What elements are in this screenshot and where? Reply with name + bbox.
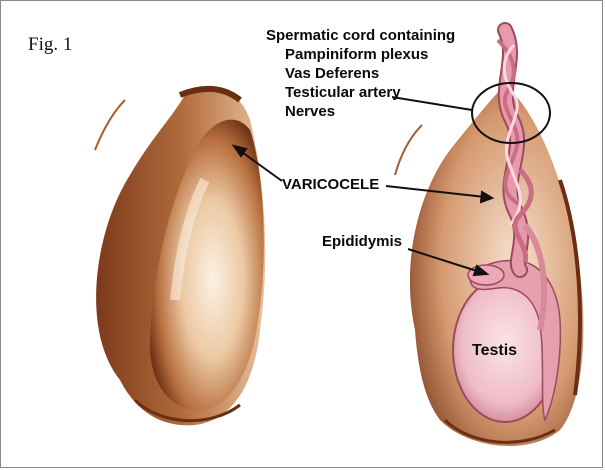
cord-item-vas-deferens: Vas Deferens xyxy=(285,64,428,83)
left-scrotum xyxy=(95,88,265,425)
epididymis-label: Epididymis xyxy=(322,232,402,251)
testis-label: Testis xyxy=(472,341,517,360)
cord-item-pampiniform-plexus: Pampiniform plexus xyxy=(285,45,428,64)
spermatic-cord-contents: Pampiniform plexus Vas Deferens Testicul… xyxy=(285,45,428,121)
cord-item-testicular-artery: Testicular artery xyxy=(285,83,428,102)
spermatic-cord-label: Spermatic cord containing xyxy=(266,26,455,45)
varicocele-label: VARICOCELE xyxy=(282,175,379,194)
cord-item-nerves: Nerves xyxy=(285,102,428,121)
figure-label: Fig. 1 xyxy=(28,34,72,56)
